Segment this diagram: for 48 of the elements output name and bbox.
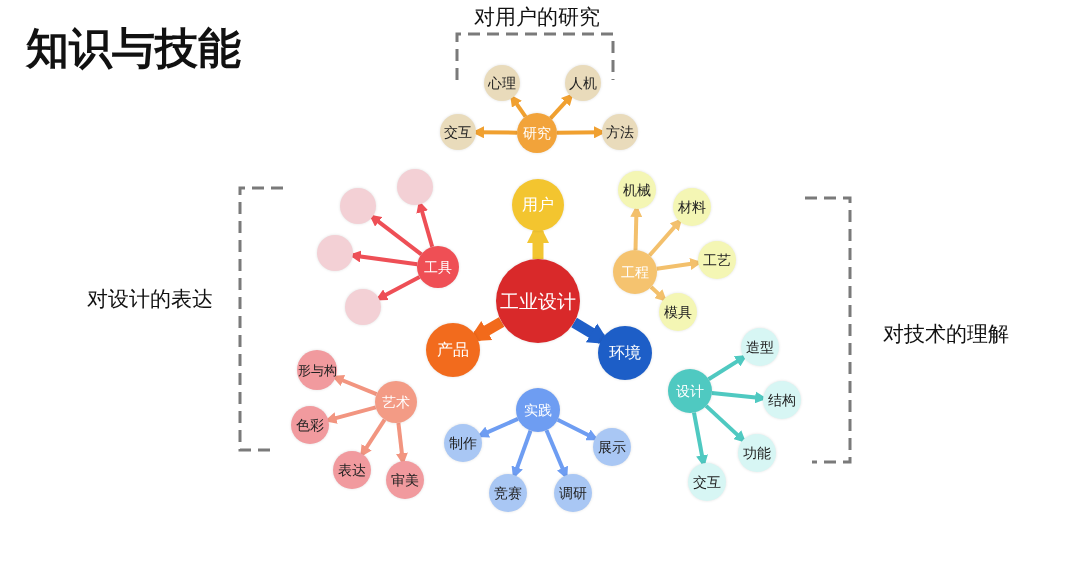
arrow [360,418,387,458]
bracket-label: 对用户的研究 [474,6,600,30]
topic-circle: 模具 [659,293,697,331]
topic-circle: 心理 [484,65,520,101]
topic-circle: 色彩 [291,406,329,444]
topic-circle [340,188,376,224]
title: 知识与技能 [26,25,241,73]
topic-circle: 功能 [738,434,776,472]
hub-circle: 设计 [668,369,712,413]
arrow [707,354,748,381]
bracket-label: 对设计的表达 [87,288,213,312]
central-circle: 工业设计 [496,259,580,343]
topic-circle: 交互 [440,114,476,150]
topic-circle: 审美 [386,461,424,499]
arrow [649,285,668,302]
topic-circle: 调研 [554,474,592,512]
hub-circle: 工具 [417,246,459,288]
topic-circle: 工艺 [698,241,736,279]
topic-circle: 竞赛 [489,474,527,512]
category-circle: 环境 [598,326,652,380]
arrow [369,214,423,256]
arrow [648,218,683,257]
arrow [704,404,747,443]
arrow [549,93,574,120]
topic-circle: 方法 [602,114,638,150]
category-circle: 用户 [512,179,564,231]
category-circle: 产品 [426,323,480,377]
topic-circle: 造型 [741,328,779,366]
topic-circle: 结构 [763,381,801,419]
topic-circle [317,235,353,271]
arrow [556,418,599,441]
topic-circle: 材料 [673,188,711,226]
hub-circle: 实践 [516,388,560,432]
topic-circle: 机械 [618,171,656,209]
topic-circle: 展示 [593,428,631,466]
topic-circle: 人机 [565,65,601,101]
topic-circle [345,289,381,325]
arrow [510,94,528,118]
topic-circle: 交互 [688,463,726,501]
hub-circle: 研究 [517,113,557,153]
bracket-label: 对技术的理解 [883,323,1009,347]
topic-circle: 制作 [444,424,482,462]
topic-circle: 形与构 [297,350,337,390]
arrow [375,275,421,301]
topic-circle: 表达 [333,451,371,489]
topic-circle [397,169,433,205]
hub-circle: 工程 [613,250,657,294]
hub-circle: 艺术 [375,381,417,423]
